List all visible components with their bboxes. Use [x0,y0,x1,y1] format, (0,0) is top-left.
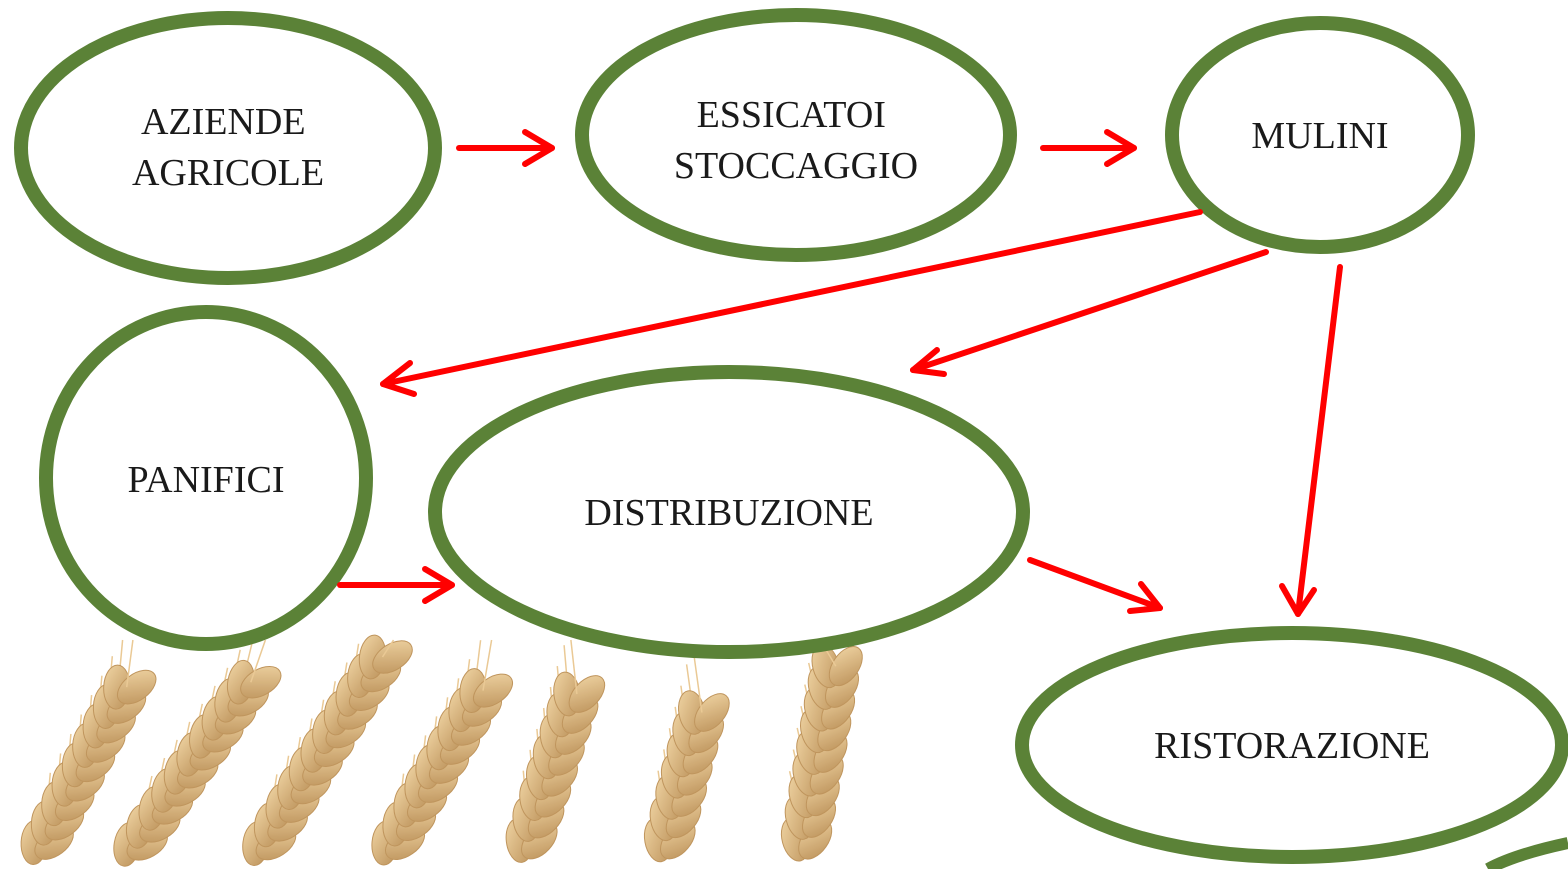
node-label-line: AZIENDE [141,101,306,143]
arrow-essicatoi-to-mulini [1043,132,1134,164]
node-ristorazione: RISTORAZIONE [1022,633,1562,857]
node-mulini: MULINI [1172,23,1468,247]
node-label-line: STOCCAGGIO [674,145,918,187]
node-label: RISTORAZIONE [1154,725,1430,767]
node-ellipse [21,18,435,278]
node-label-line: PANIFICI [128,459,285,501]
node-label-line: RISTORAZIONE [1154,725,1430,767]
node-label: MULINI [1251,115,1388,157]
node-label: DISTRIBUZIONE [584,492,873,534]
arrow-mulini-to-distribuzione [913,252,1266,374]
node-label-line: MULINI [1251,115,1388,157]
node-label-line: AGRICOLE [132,152,324,194]
node-essicatoi-stoccaggio: ESSICATOI STOCCAGGIO [582,15,1010,255]
node-label-line: DISTRIBUZIONE [584,492,873,534]
node-panifici: PANIFICI [46,312,366,644]
node-distribuzione: DISTRIBUZIONE [435,372,1023,652]
arrow-aziende-to-essicatoi [459,132,552,164]
node-aziende-agricole: AZIENDE AGRICOLE [21,18,435,278]
node-label: PANIFICI [128,459,285,501]
arrow-distribuzione-to-ristorazione [1030,560,1160,611]
arrow-panifici-to-distribuzione [340,569,452,601]
node-label-line: ESSICATOI [697,94,886,136]
wheat-ears-image [20,634,869,869]
arrow-mulini-to-ristorazione [1282,267,1340,614]
partial-ellipse-decoration [1488,843,1568,869]
